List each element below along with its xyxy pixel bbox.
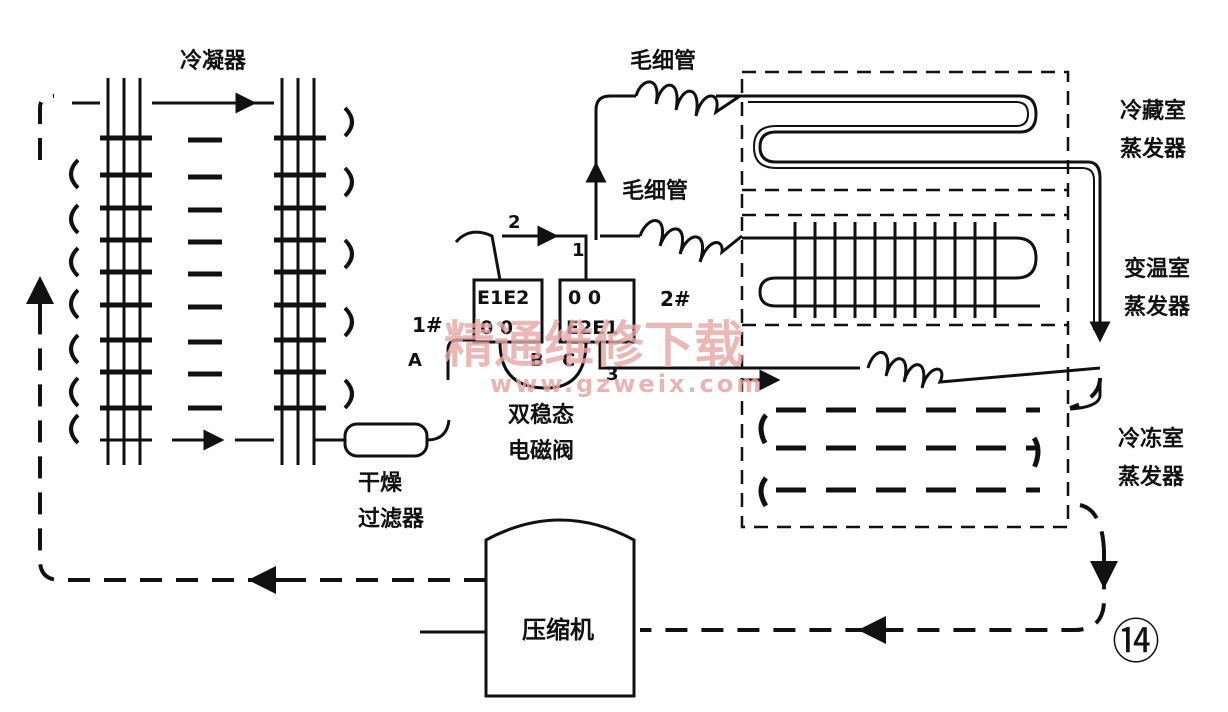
freezer-evaporator-label-2: 蒸发器	[1118, 464, 1185, 490]
port-c: C	[562, 350, 575, 371]
dryer-label-2: 过滤器	[358, 507, 425, 532]
valve-right-top: 0 0	[568, 287, 601, 309]
valve-label-1: 双稳态	[508, 402, 574, 428]
figure-number: ⑭	[1112, 614, 1160, 670]
dryer-label-1: 干燥	[358, 471, 403, 496]
capillary-tubes	[594, 80, 1101, 389]
valve-1-hash: 1#	[412, 313, 443, 337]
port-3: 3	[606, 364, 619, 385]
valve-2-hash: 2#	[660, 287, 691, 311]
dryer-filter	[343, 419, 451, 458]
capillary-mid-label: 毛细管	[622, 178, 688, 204]
port-2: 2	[508, 212, 521, 233]
fridge-evaporator-coil	[716, 94, 1102, 330]
valve-left-top: E1E2	[477, 287, 529, 309]
condenser	[69, 78, 354, 465]
port-a: A	[408, 350, 422, 371]
compressor	[420, 518, 636, 698]
watermark-cn: 精通维修下载	[444, 316, 744, 374]
watermark-url: www.gzweix.com	[490, 370, 764, 398]
variable-evaporator-coil	[742, 222, 1040, 318]
valve-left-bottom: 0 0	[480, 317, 513, 339]
freezer-evaporator-coil	[758, 407, 1041, 508]
port-1: 1	[572, 240, 585, 261]
variable-evaporator-label-1: 变温室	[1124, 256, 1190, 282]
bistable-solenoid-valve	[446, 225, 640, 390]
valve-label-2: 电磁阀	[508, 438, 574, 464]
valve-right-bottom: E2E1	[566, 317, 618, 339]
port-b: B	[530, 350, 544, 371]
freezer-evaporator-label-1: 冷冻室	[1118, 426, 1184, 452]
condenser-label: 冷凝器	[180, 48, 247, 74]
fridge-evaporator-label-1: 冷藏室	[1120, 98, 1186, 124]
compressor-label: 压缩机	[522, 616, 594, 644]
evaporator-box	[740, 70, 1070, 529]
variable-evaporator-label-2: 蒸发器	[1124, 294, 1191, 320]
capillary-top-label: 毛细管	[630, 48, 696, 74]
fridge-evaporator-label-2: 蒸发器	[1120, 136, 1187, 162]
